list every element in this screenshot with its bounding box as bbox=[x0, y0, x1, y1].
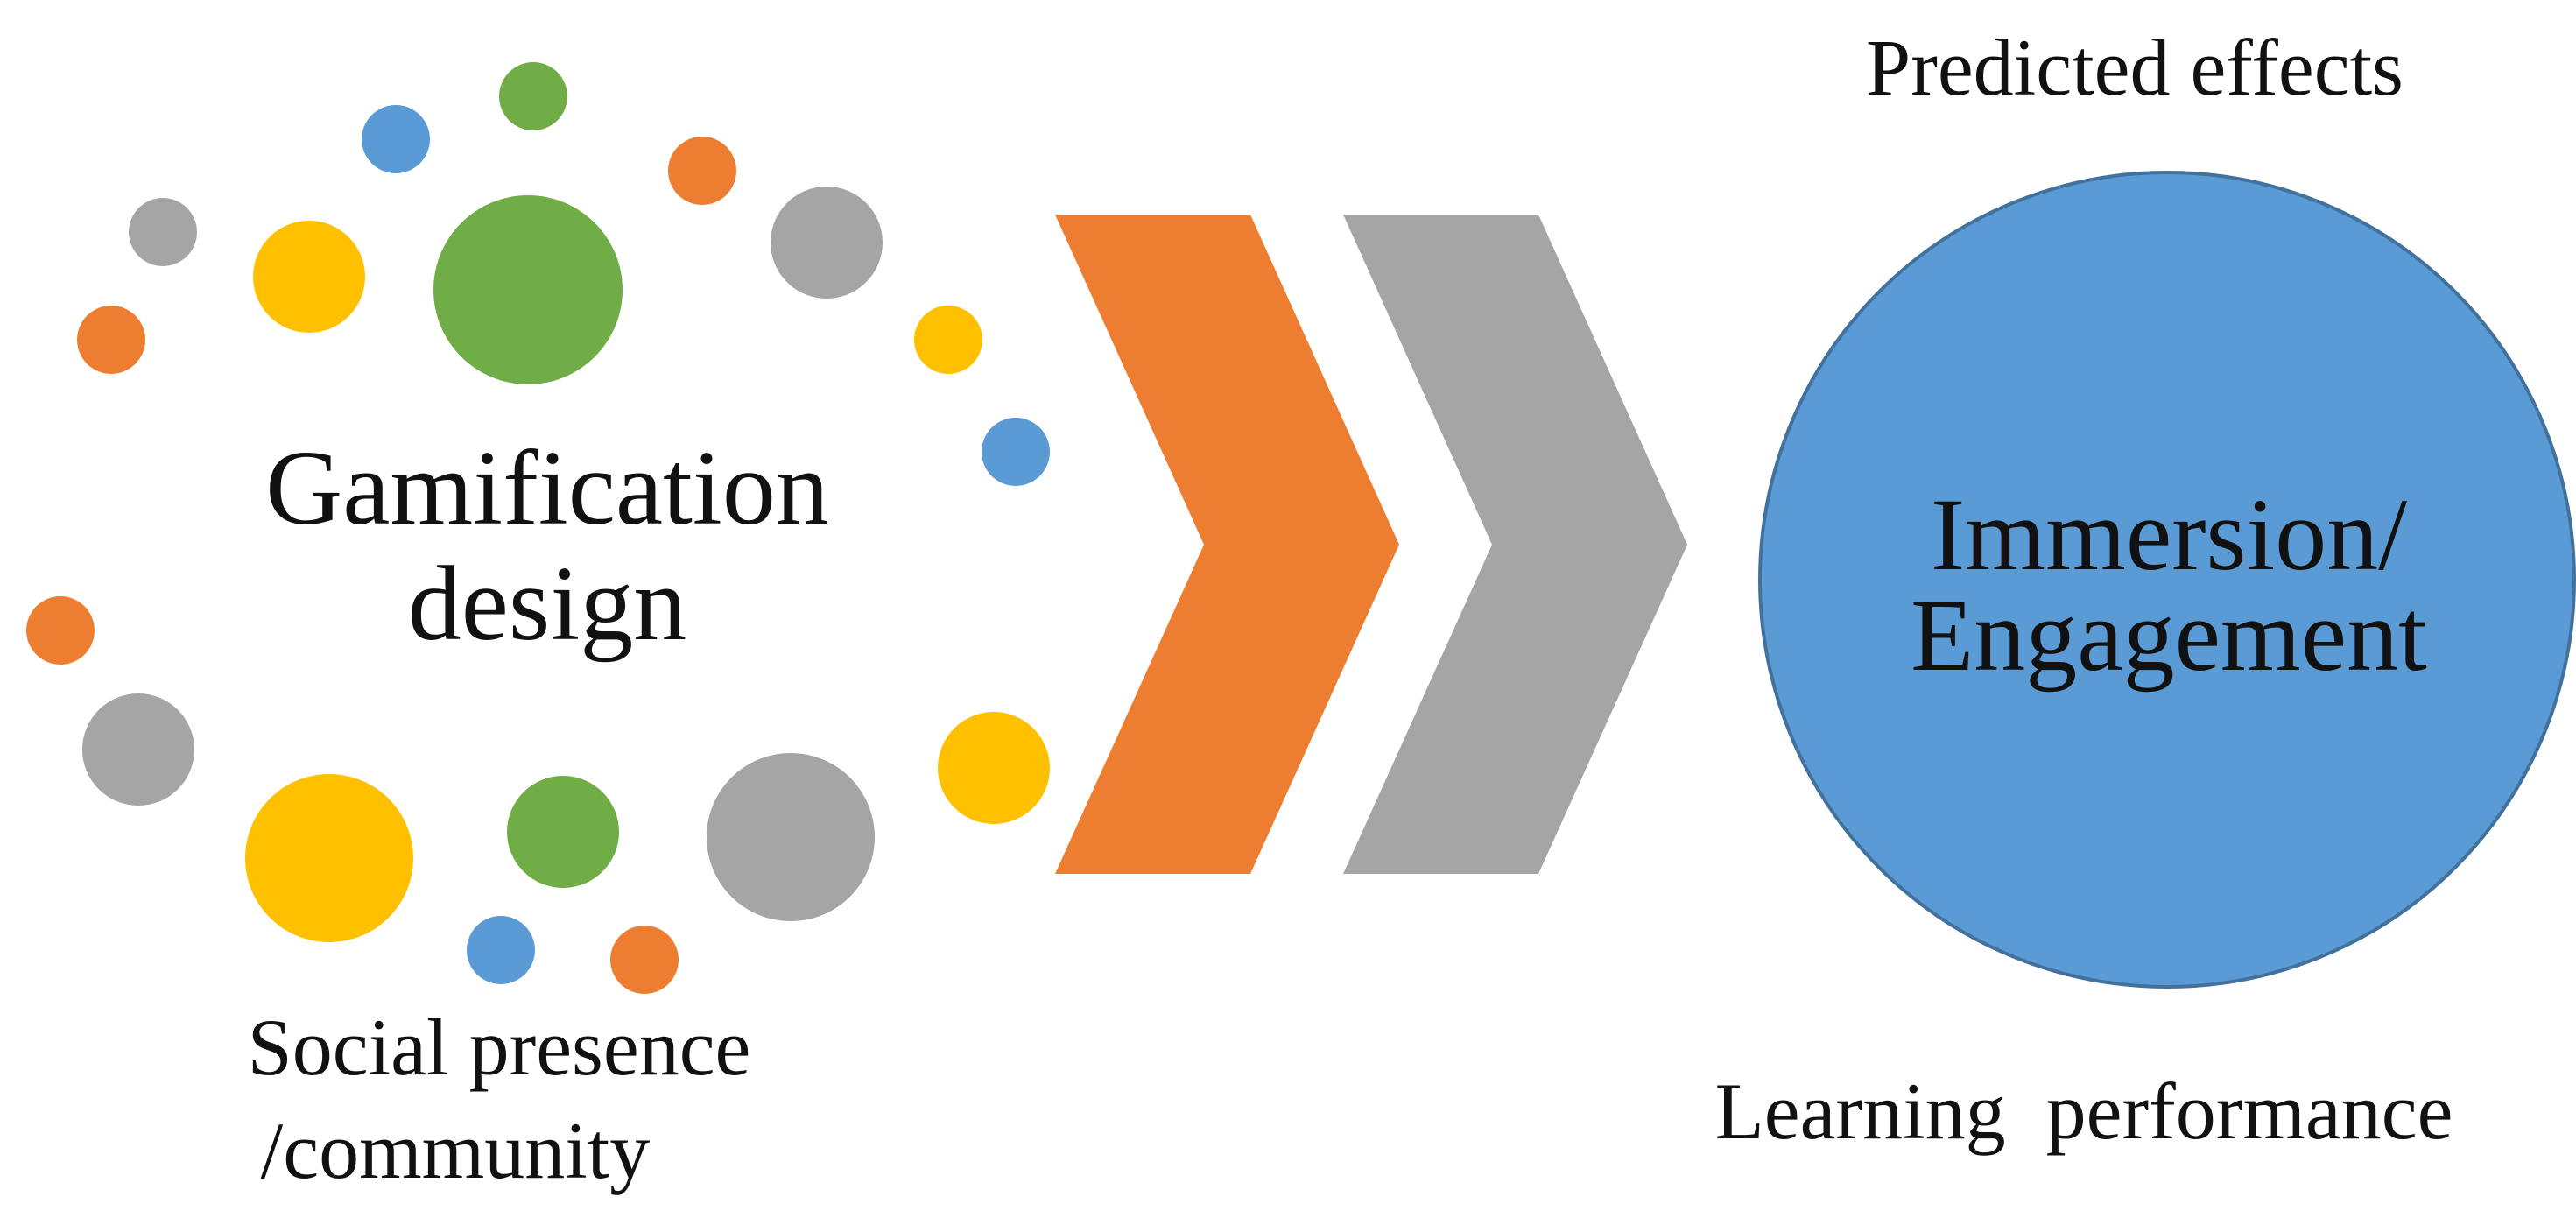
chevron-orange-arrow bbox=[1055, 215, 1399, 874]
dot-blue-small-right bbox=[982, 418, 1050, 486]
dot-cluster-top bbox=[77, 62, 1050, 486]
dot-cluster-bottom bbox=[26, 596, 1050, 994]
dot-gray-medium-left bbox=[82, 693, 194, 806]
dot-green-large-top bbox=[433, 195, 623, 384]
immersion-engagement-label-line1: Immersion/ bbox=[1931, 477, 2407, 592]
dot-gray-medium-top bbox=[771, 187, 883, 299]
dot-yellow-large-bottom bbox=[245, 774, 413, 942]
dot-yellow-medium-top bbox=[253, 221, 365, 333]
dot-gray-small-left bbox=[129, 198, 197, 266]
chevron-gray-arrow bbox=[1343, 215, 1687, 874]
dot-blue-small-top bbox=[362, 105, 430, 173]
predicted-effects-label: Predicted effects bbox=[1866, 23, 2404, 112]
dot-blue-small-bottom bbox=[467, 916, 535, 984]
immersion-engagement-label-line2: Engagement bbox=[1911, 578, 2427, 693]
dot-yellow-medium-right bbox=[938, 712, 1050, 824]
engagement-circle bbox=[1758, 171, 2576, 989]
dot-orange-small-bottom bbox=[610, 926, 679, 994]
learning-performance-label: Learning performance bbox=[1715, 1067, 2453, 1156]
dot-green-medium-bottom bbox=[507, 776, 619, 888]
dot-orange-small-left bbox=[77, 306, 145, 374]
dot-gray-large-bottom bbox=[707, 753, 875, 921]
social-presence-label-line1: Social presence bbox=[248, 1003, 751, 1092]
dot-green-small-top bbox=[499, 62, 567, 130]
dot-orange-small-top bbox=[668, 137, 736, 205]
gamification-design-label-line1: Gamification bbox=[265, 429, 829, 547]
gamification-design-label-line2: design bbox=[408, 545, 687, 663]
social-presence-label-line2: /community bbox=[261, 1106, 651, 1195]
dot-yellow-small-right bbox=[914, 306, 982, 374]
dot-orange-small-far-left bbox=[26, 596, 95, 665]
